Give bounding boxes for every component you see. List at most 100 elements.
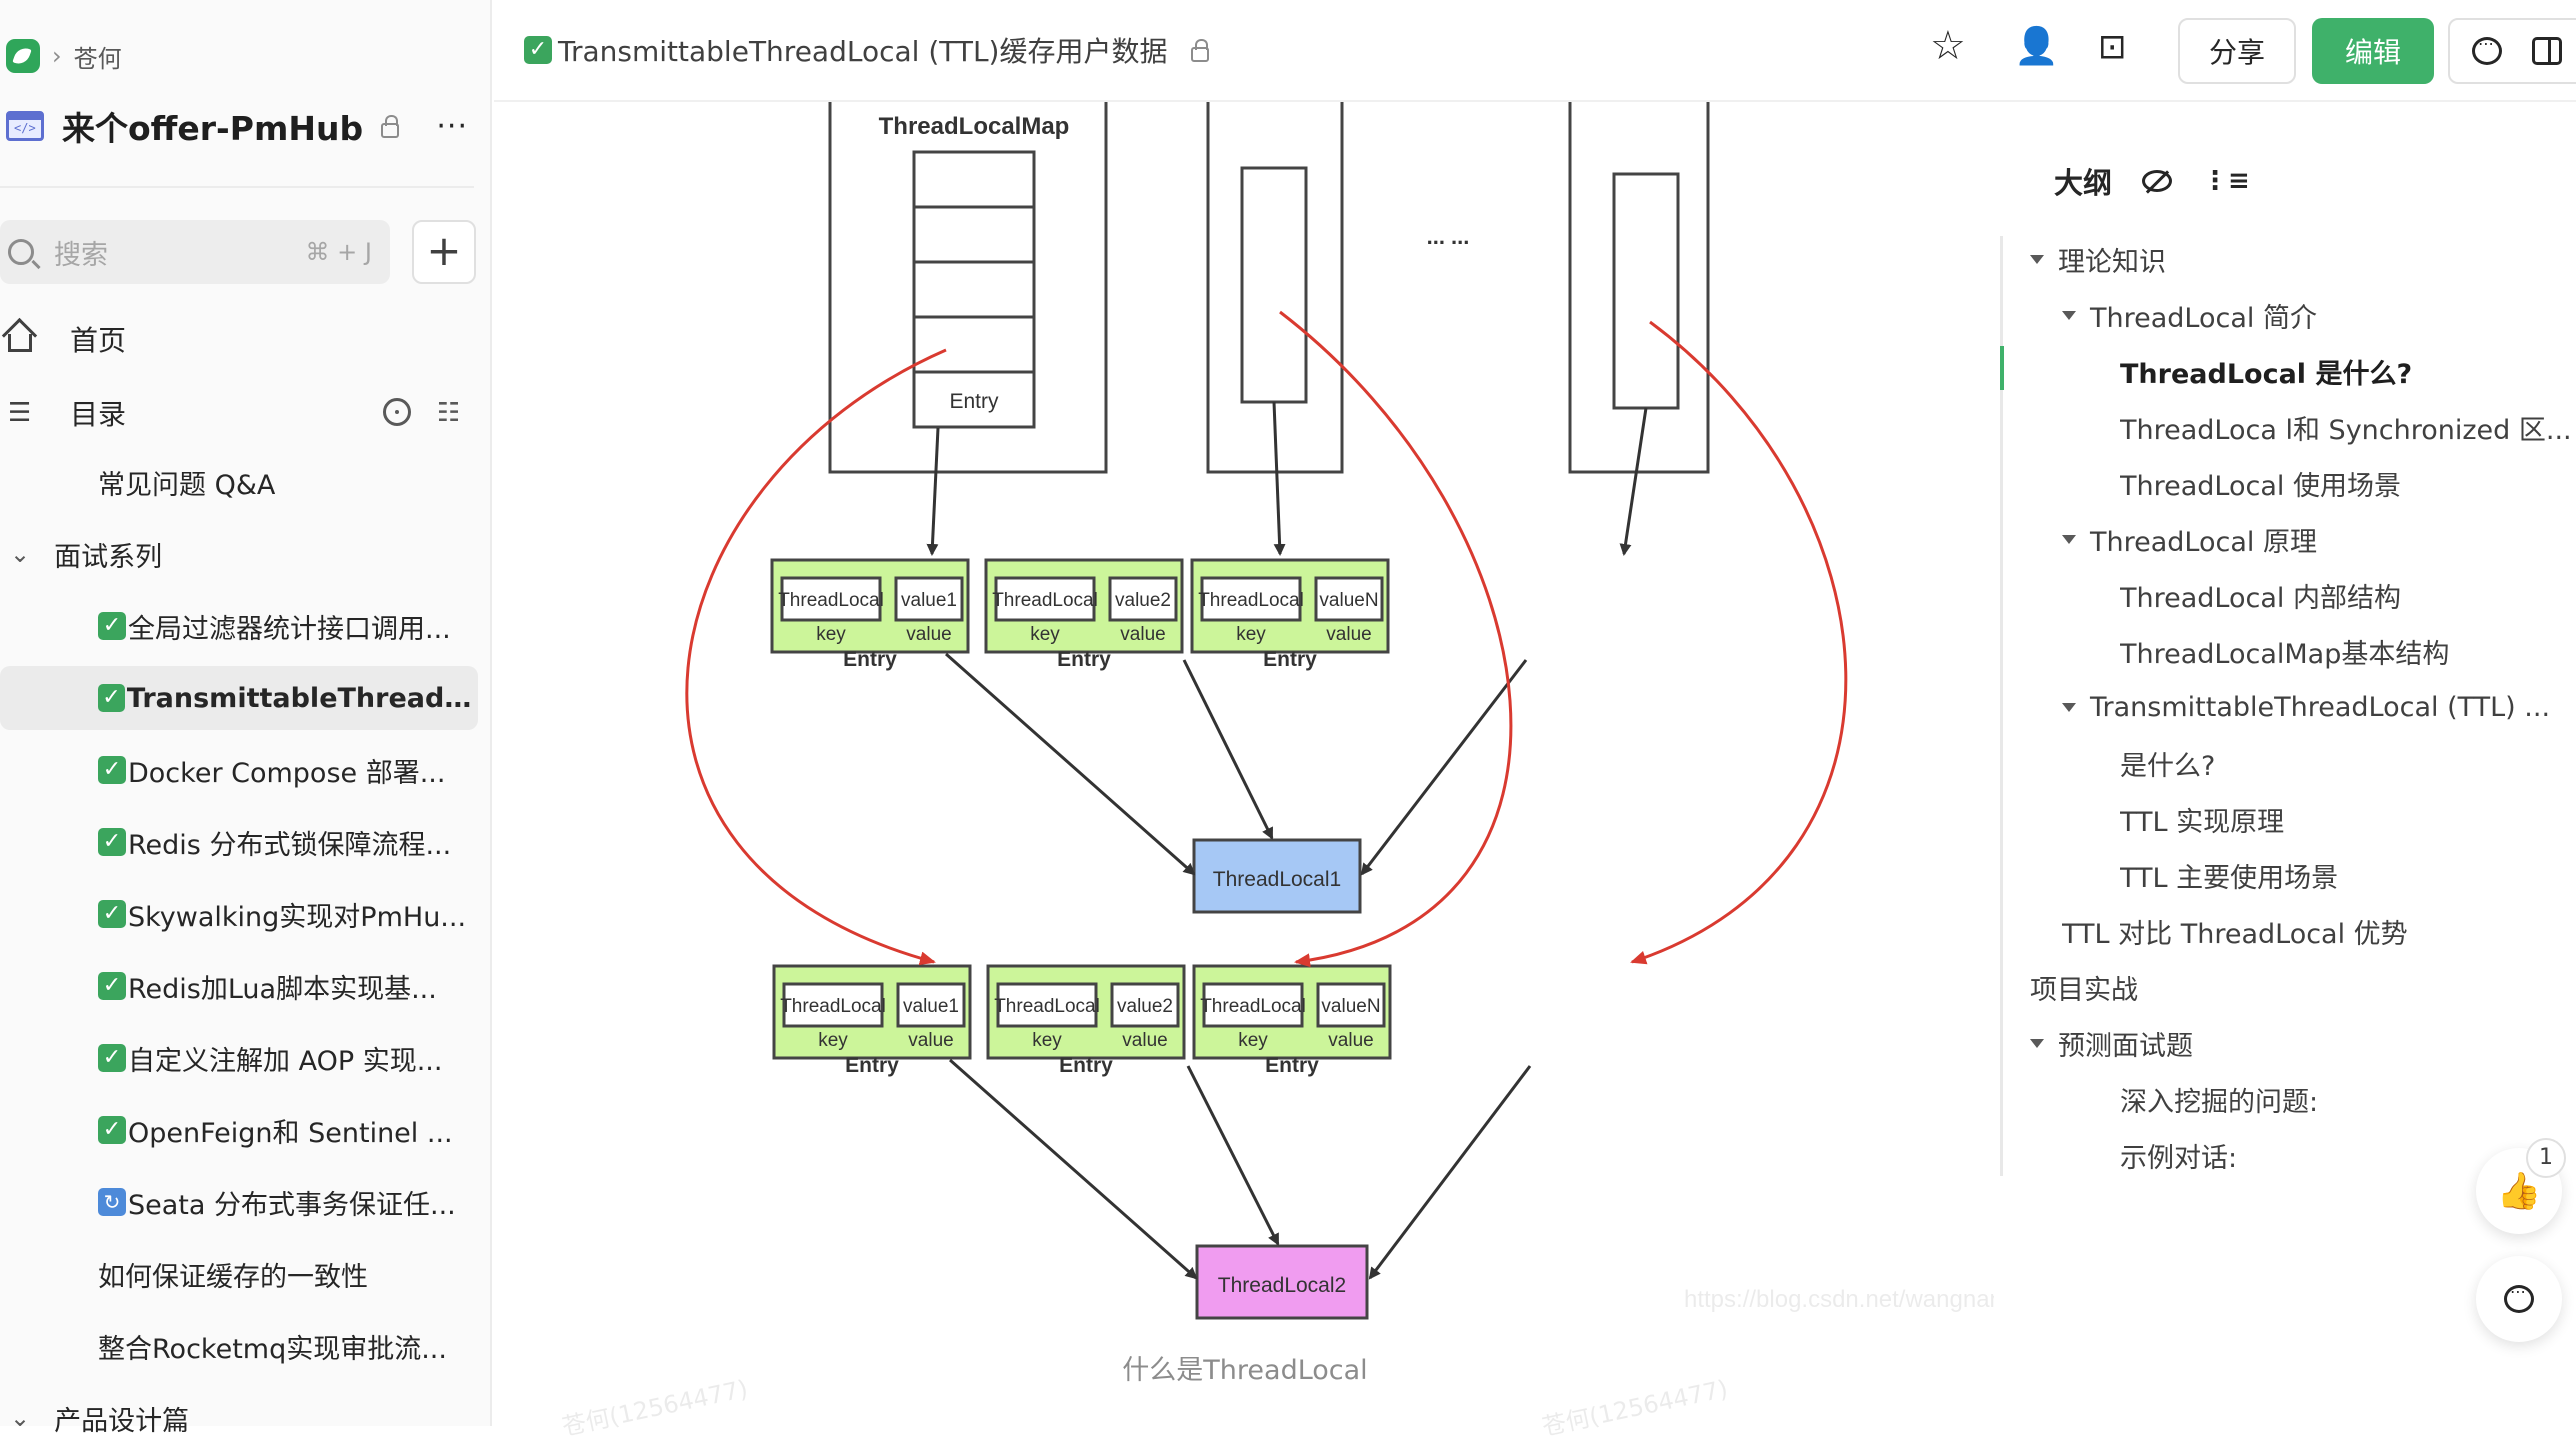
more-icon[interactable]: ···: [436, 108, 468, 144]
app-logo-icon[interactable]: [6, 39, 40, 73]
caret-down-icon[interactable]: [2030, 1038, 2044, 1048]
header-actions: ☆ 👤 ⊡: [1930, 26, 2140, 68]
outline-item[interactable]: 示例对话:: [2120, 1130, 2237, 1180]
comment-float-button[interactable]: [2476, 1256, 2562, 1342]
kb-title[interactable]: 来个offer-PmHub: [62, 109, 364, 148]
entry-caption: Entry: [1057, 648, 1111, 671]
outline-item[interactable]: ThreadLoca l和 Synchronized 区...: [2120, 402, 2572, 452]
tree-item[interactable]: ✓TransmittableThreadL...: [0, 666, 478, 730]
outline-title: 大纲: [2054, 166, 2113, 200]
outline-rail: [2000, 236, 2003, 1176]
value-cell: [896, 982, 966, 1028]
outline-item[interactable]: ThreadLocal 使用场景: [2120, 458, 2401, 508]
watermark-user: 苍何(12564477): [559, 1374, 751, 1442]
star-icon[interactable]: ☆: [1930, 23, 1966, 69]
sidebar: › 苍何 </> 来个offer-PmHub ··· 搜索 ⌘ + J + 首页…: [0, 0, 492, 1437]
value-caption: value: [1326, 624, 1371, 645]
outline-item-label: 示例对话:: [2120, 1142, 2238, 1174]
tree-item[interactable]: ↻Seata 分布式事务保证任...: [0, 1170, 478, 1234]
outline-item[interactable]: TTL 主要使用场景: [2120, 850, 2338, 900]
nav-toc[interactable]: ☰ 目录 ☷: [0, 384, 478, 442]
outline-item[interactable]: ThreadLocal 原理: [2062, 514, 2317, 564]
comment-icon[interactable]: [2472, 34, 2502, 65]
check-icon: ✓: [98, 972, 126, 1000]
key-caption: key: [816, 624, 846, 645]
tree-item-label: 全局过滤器统计接口调用...: [128, 613, 451, 645]
outline-item[interactable]: TTL 实现原理: [2120, 794, 2284, 844]
outline-item-label: TTL 主要使用场景: [2120, 862, 2339, 894]
code-window-icon: </>: [6, 111, 44, 141]
tree-item-label: 产品设计篇: [54, 1405, 190, 1437]
chevron-down-icon[interactable]: ⌄: [10, 1404, 31, 1432]
tree-item-label: 自定义注解加 AOP 实现...: [128, 1045, 443, 1077]
tree-item[interactable]: ✓Redis 分布式锁保障流程...: [0, 810, 478, 874]
side-panel-icon[interactable]: [2532, 37, 2562, 65]
caret-down-icon[interactable]: [2030, 254, 2044, 264]
share-button[interactable]: 分享: [2178, 18, 2296, 84]
entry-caption: Entry: [1263, 648, 1317, 671]
value-cell: [1108, 576, 1178, 622]
tree-item[interactable]: ✓全局过滤器统计接口调用...: [0, 594, 478, 658]
outline-item[interactable]: TransmittableThreadLocal (TTL) ...: [2062, 682, 2550, 732]
tree-item-label: Skywalking实现对PmHu...: [128, 901, 467, 933]
tree-item-label: TransmittableThreadL...: [126, 682, 478, 714]
value-caption: value: [1328, 1030, 1373, 1051]
tree-item[interactable]: ✓Redis加Lua脚本实现基...: [0, 954, 478, 1018]
outline-item[interactable]: ThreadLocalMap基本结构: [2120, 626, 2449, 676]
key-text: ThreadLocal: [780, 996, 886, 1017]
tree-item-label: 常见问题 Q&A: [98, 469, 276, 501]
tree-item[interactable]: ✓Skywalking实现对PmHu...: [0, 882, 478, 946]
comment-icon: [2504, 1282, 2534, 1313]
tree-item[interactable]: 常见问题 Q&A: [0, 450, 478, 514]
outline-item-label: ThreadLocal 简介: [2090, 302, 2317, 334]
tree-item-label: Seata 分布式事务保证任...: [128, 1189, 456, 1221]
thread-box-3: [1568, 102, 1710, 474]
eye-off-icon[interactable]: [2142, 170, 2173, 192]
outline-item-label: TransmittableThreadLocal (TTL) ...: [2090, 691, 2551, 723]
outline-panel: 大纲 ⋮≡: [2020, 160, 2576, 202]
check-icon: ✓: [98, 756, 126, 784]
outline-item[interactable]: 项目实战: [2030, 962, 2138, 1012]
check-icon: ✓: [98, 900, 126, 928]
caret-down-icon[interactable]: [2062, 534, 2076, 544]
outline-item[interactable]: 深入挖掘的问题:: [2120, 1074, 2318, 1124]
nav-home[interactable]: 首页: [0, 310, 478, 368]
locate-icon[interactable]: [382, 398, 411, 426]
tree-item[interactable]: ✓Docker Compose 部署...: [0, 738, 478, 802]
check-icon: ✓: [98, 612, 126, 640]
present-icon[interactable]: ⊡: [2098, 27, 2127, 67]
header-divider: [494, 100, 2576, 102]
tree-item[interactable]: 整合Rocketmq实现审批流...: [0, 1314, 478, 1378]
outline-item[interactable]: 是什么?: [2120, 738, 2215, 788]
tree-item[interactable]: ✓自定义注解加 AOP 实现...: [0, 1026, 478, 1090]
tree-item[interactable]: ⌄ 产品设计篇: [0, 1386, 478, 1450]
home-icon: [8, 324, 38, 354]
outline-item[interactable]: 理论知识: [2030, 234, 2166, 284]
edit-button[interactable]: 编辑: [2312, 18, 2434, 84]
value-text: valueN: [1321, 996, 1380, 1017]
outline-item[interactable]: ThreadLocal 是什么?: [2120, 346, 2412, 396]
caret-down-icon[interactable]: [2062, 310, 2076, 320]
breadcrumb-user[interactable]: 苍何: [73, 44, 122, 73]
like-button[interactable]: 👍: [2476, 1148, 2562, 1234]
tree-item[interactable]: 如何保证缓存的一致性: [0, 1242, 478, 1306]
key-caption: key: [818, 1030, 848, 1051]
list-view-icon[interactable]: ☷: [436, 398, 460, 428]
outline-item[interactable]: ThreadLocal 内部结构: [2120, 570, 2401, 620]
key-cell: [1200, 576, 1302, 622]
search-input[interactable]: 搜索 ⌘ + J: [0, 220, 390, 284]
map-slot-3: [1612, 172, 1680, 410]
outline-item[interactable]: TTL 对比 ThreadLocal 优势: [2062, 906, 2408, 956]
doc-title: ✓ TransmittableThreadLocal (TTL)缓存用户数据: [524, 30, 1210, 70]
lock-icon: [1191, 38, 1210, 62]
outline-item[interactable]: ThreadLocal 简介: [2062, 290, 2317, 340]
tree-item[interactable]: ✓OpenFeign和 Sentinel ...: [0, 1098, 478, 1162]
outline-list-icon[interactable]: ⋮≡: [2202, 166, 2250, 196]
chevron-down-icon[interactable]: ⌄: [10, 540, 31, 568]
add-button[interactable]: +: [412, 220, 476, 284]
caret-down-icon[interactable]: [2062, 702, 2076, 712]
add-member-icon[interactable]: 👤: [2014, 26, 2059, 67]
outline-item[interactable]: 预测面试题: [2030, 1018, 2193, 1068]
tree-item[interactable]: ⌄面试系列: [0, 522, 478, 586]
